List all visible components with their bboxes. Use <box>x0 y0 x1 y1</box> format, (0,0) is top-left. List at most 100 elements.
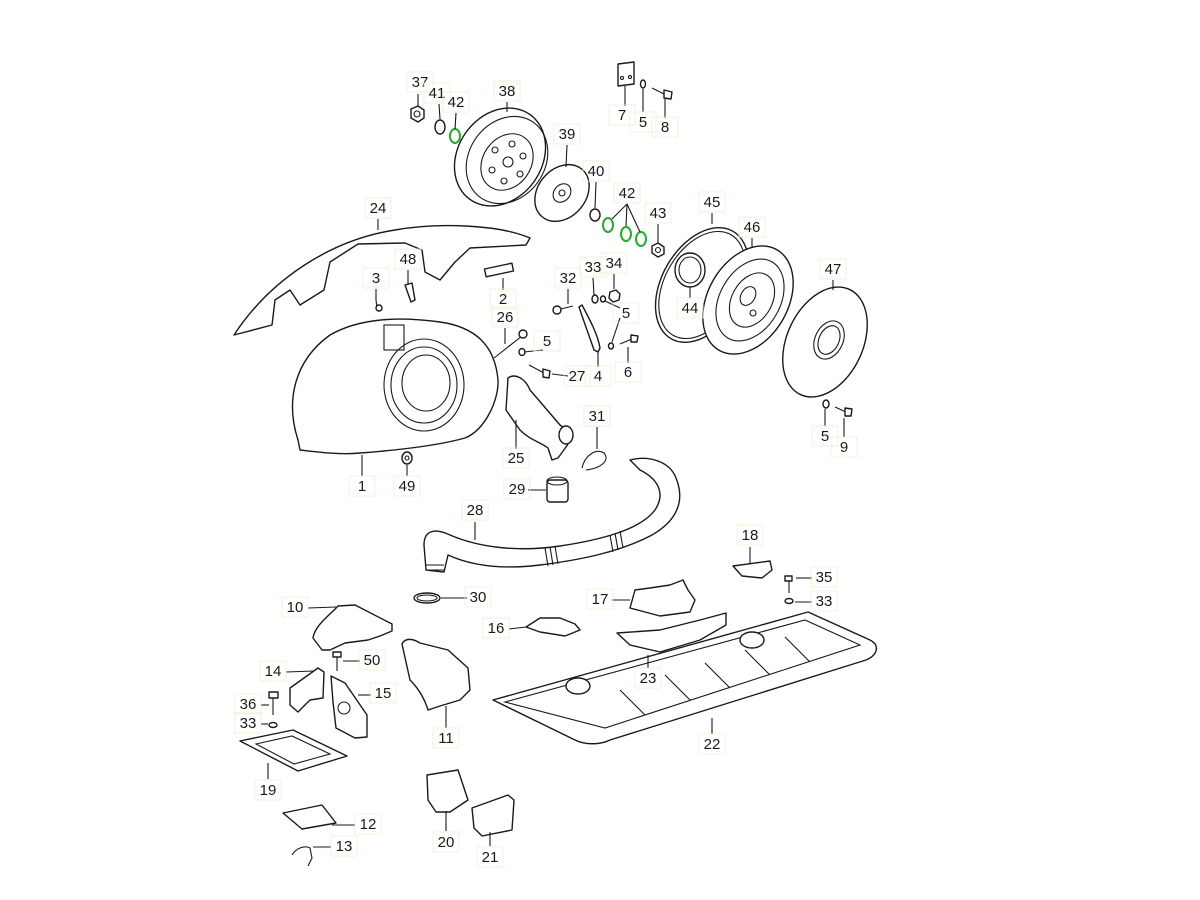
callout-p46[interactable]: 46 <box>738 216 766 248</box>
part-3-screw[interactable] <box>375 299 383 312</box>
callout-p30[interactable]: 30 <box>441 586 492 608</box>
part-6-bolt[interactable] <box>619 334 639 345</box>
callout-p43[interactable]: 43 <box>644 202 672 243</box>
part-4-strap[interactable] <box>578 304 601 353</box>
part-31-clamp[interactable] <box>581 450 607 471</box>
part-27-bolt[interactable] <box>528 364 551 379</box>
callout-p3[interactable]: 3 <box>362 267 390 300</box>
part-34-nut[interactable] <box>608 289 621 303</box>
callout-p27[interactable]: 27 <box>551 365 591 387</box>
callout-p36[interactable]: 36 <box>234 693 269 715</box>
part-43-nut[interactable] <box>651 242 665 258</box>
part-35-bolt[interactable] <box>784 575 793 593</box>
part-22-engine-tray[interactable] <box>492 611 877 745</box>
part-28-hose[interactable] <box>423 457 681 573</box>
callout-p49[interactable]: 49 <box>393 465 421 497</box>
part-47-cover-disc[interactable] <box>766 273 884 410</box>
callout-p7[interactable]: 7 <box>608 86 636 126</box>
part-42-oring-3[interactable] <box>635 231 647 247</box>
part-9-bolt[interactable] <box>834 406 853 417</box>
callout-p39[interactable]: 39 <box>553 123 581 168</box>
part-42-oring-highlight[interactable] <box>449 128 461 144</box>
part-5-washer-right[interactable] <box>822 399 830 409</box>
callout-p25[interactable]: 25 <box>502 420 530 469</box>
callout-p44[interactable]: 44 <box>676 287 704 319</box>
callout-p34[interactable]: 34 <box>600 252 628 289</box>
part-26-stud[interactable] <box>493 329 528 359</box>
callout-p2[interactable]: 2 <box>489 278 517 310</box>
callout-p32[interactable]: 32 <box>554 267 582 304</box>
part-19-frame[interactable] <box>239 729 348 772</box>
callout-p5b[interactable]: 5 <box>523 330 561 353</box>
callout-p42a[interactable]: 42 <box>442 91 470 130</box>
callout-p41[interactable]: 41 <box>423 82 451 120</box>
callout-p28[interactable]: 28 <box>461 499 489 540</box>
part-33-washer-upper[interactable] <box>591 294 599 304</box>
part-5-washer-upper-right[interactable] <box>599 295 607 303</box>
part-44-seal[interactable] <box>674 252 706 288</box>
callout-p33a[interactable]: 33 <box>579 256 607 296</box>
part-15-plate[interactable] <box>330 675 368 739</box>
callout-p20[interactable]: 20 <box>432 811 460 853</box>
callout-p4[interactable]: 4 <box>584 352 612 387</box>
part-17-guard[interactable] <box>629 579 696 617</box>
callout-p33c[interactable]: 33 <box>234 712 268 734</box>
part-13-piece[interactable] <box>291 846 313 867</box>
callout-p24[interactable]: 24 <box>364 197 392 230</box>
callout-p48[interactable]: 48 <box>394 248 422 285</box>
callout-p15[interactable]: 15 <box>358 682 397 704</box>
callout-p40[interactable]: 40 <box>582 160 610 209</box>
part-7-bracket[interactable] <box>617 61 635 87</box>
part-11-cover[interactable] <box>401 638 471 711</box>
callout-p13[interactable]: 13 <box>313 835 358 857</box>
callout-p14[interactable]: 14 <box>259 660 315 682</box>
callout-p45[interactable]: 45 <box>698 191 726 224</box>
part-24-upper-shroud[interactable] <box>233 224 531 336</box>
callout-p1[interactable]: 1 <box>348 455 376 497</box>
part-16-plate[interactable] <box>525 617 581 637</box>
callout-p5c[interactable]: 5 <box>604 300 640 343</box>
callout-p19[interactable]: 19 <box>254 763 282 801</box>
callout-p11[interactable]: 11 <box>432 706 460 749</box>
callout-p18[interactable]: 18 <box>736 524 764 563</box>
callout-p21[interactable]: 21 <box>476 832 504 868</box>
part-41-washer[interactable] <box>434 119 446 135</box>
part-49-grommet[interactable] <box>401 451 413 465</box>
callout-p31[interactable]: 31 <box>583 405 611 449</box>
part-1-fan-housing[interactable] <box>291 318 499 455</box>
part-46-cover-plate[interactable] <box>684 230 811 370</box>
callout-p8[interactable]: 8 <box>651 99 679 138</box>
callout-p47[interactable]: 47 <box>819 258 847 290</box>
callout-p50[interactable]: 50 <box>343 649 386 671</box>
part-18-plate[interactable] <box>732 560 773 579</box>
part-40-spacer[interactable] <box>589 208 601 222</box>
part-25-duct[interactable] <box>505 375 574 461</box>
part-42-oring-2[interactable] <box>620 226 632 242</box>
part-38-cooling-fan[interactable] <box>436 90 565 223</box>
callout-p26[interactable]: 26 <box>491 306 519 344</box>
callout-p23[interactable]: 23 <box>634 655 662 689</box>
part-5-washer-lower[interactable] <box>607 342 615 350</box>
part-10-cover[interactable] <box>312 604 393 651</box>
part-8-bolt[interactable] <box>651 87 673 100</box>
callout-p17[interactable]: 17 <box>586 588 630 610</box>
callout-p5a[interactable]: 5 <box>629 89 657 133</box>
part-12-plate[interactable] <box>282 804 337 830</box>
callout-p16[interactable]: 16 <box>482 617 527 639</box>
part-23-guard[interactable] <box>616 612 727 653</box>
part-33-washer-left[interactable] <box>268 721 278 729</box>
part-48-bracket[interactable] <box>404 282 416 303</box>
callout-p22[interactable]: 22 <box>698 718 726 755</box>
part-32-bolt[interactable] <box>552 305 574 315</box>
part-5-washer-top[interactable] <box>639 79 647 89</box>
part-14-bracket[interactable] <box>289 667 325 713</box>
part-29-sleeve[interactable] <box>546 476 569 503</box>
part-21-cover[interactable] <box>471 794 515 837</box>
part-42-oring-1[interactable] <box>602 217 614 233</box>
part-50-bolt[interactable] <box>332 651 342 671</box>
callout-p33b[interactable]: 33 <box>795 590 838 612</box>
part-20-cover[interactable] <box>426 769 469 813</box>
callout-p42b[interactable]: 42 <box>611 182 641 233</box>
part-30-clamp[interactable] <box>413 592 441 604</box>
part-36-bolt[interactable] <box>268 691 279 715</box>
